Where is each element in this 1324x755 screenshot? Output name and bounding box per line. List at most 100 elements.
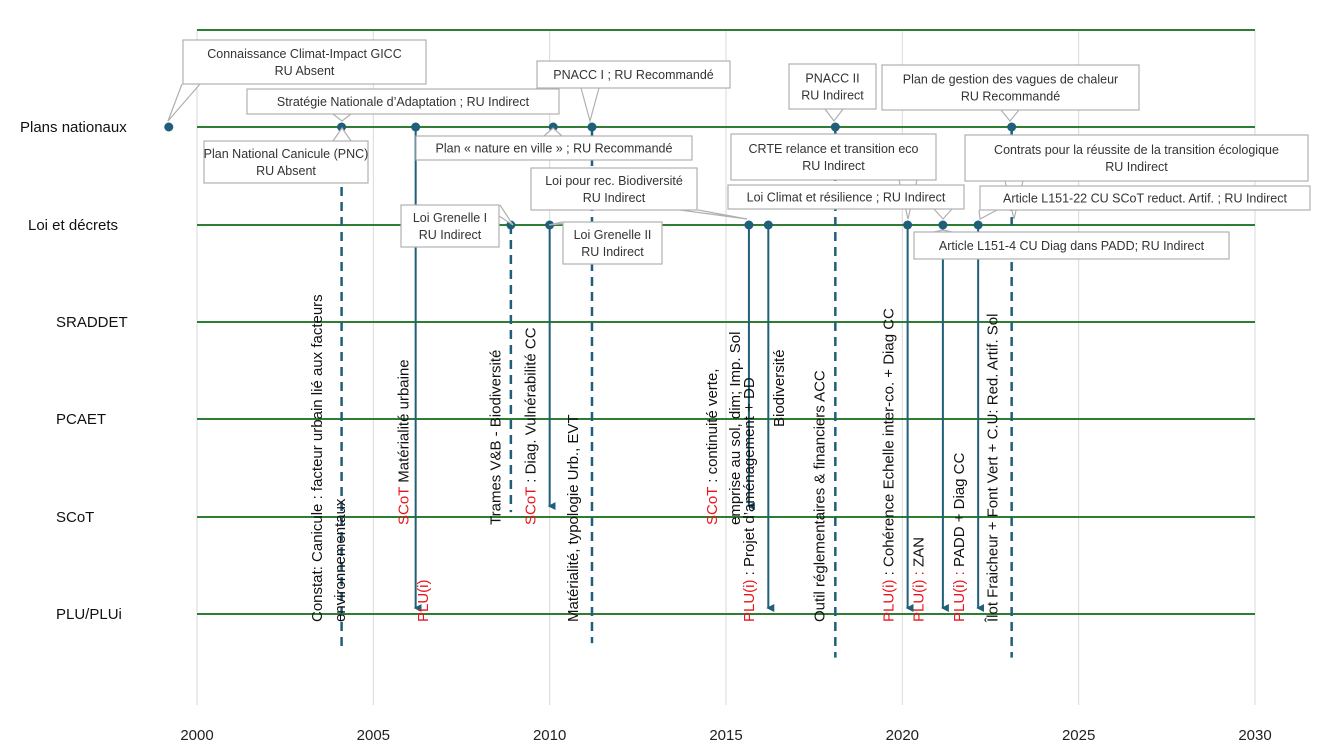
- callout-text-line: RU Recommandé: [961, 90, 1060, 104]
- callout-box: [400, 204, 500, 248]
- callout-pointer: [543, 127, 563, 137]
- vertical-label-part: : Cohérence Echelle inter-co. + Diag CC: [881, 308, 898, 580]
- callout-pointer: [978, 209, 998, 220]
- vertical-label-part: Outil réglementaires & financiers ACC: [812, 370, 829, 622]
- vertical-label-part: PLU(i) :: [910, 571, 927, 622]
- callout-box: [182, 39, 427, 85]
- callout-box: [979, 185, 1311, 211]
- callout-text-line: RU Absent: [275, 64, 335, 78]
- lane-label-5: PLU/PLUi: [56, 606, 122, 623]
- lane-label-4: SCoT: [56, 509, 94, 526]
- callout-text-line: RU Indirect: [419, 228, 482, 242]
- callout-pointer: [1000, 109, 1020, 122]
- callout-box: [203, 140, 369, 184]
- callout-c8: Loi Grenelle IRU Indirect: [400, 204, 514, 248]
- vertical-label-v3: SCoT Matérialité urbaine: [396, 359, 413, 525]
- year-tick-2030: 2030: [1238, 727, 1271, 744]
- year-tick-2025: 2025: [1062, 727, 1095, 744]
- vertical-label-v11: Biodiversité: [771, 349, 788, 427]
- callout-c14: Article L151-22 CU SCoT reduct. Artif. ;…: [978, 185, 1311, 220]
- callout-text-line: Article L151-4 CU Diag dans PADD; RU Ind…: [939, 239, 1205, 253]
- callout-box: [788, 63, 877, 110]
- event-marker: [763, 220, 773, 230]
- vertical-label-v8: SCoT : continuité verte,: [704, 369, 721, 525]
- callout-box: [415, 135, 693, 161]
- callout-box: [881, 64, 1140, 111]
- callout-pointer: [332, 113, 352, 122]
- event-marker: [830, 122, 840, 132]
- vertical-label-v15: PLU(i) : PADD + Diag CC: [951, 452, 968, 622]
- vertical-label-v10: PLU(i) : Projet d’aménagement + DD: [741, 377, 758, 622]
- vertical-label-v13: PLU(i) : Cohérence Echelle inter-co. + D…: [881, 308, 898, 622]
- vertical-label-part: SCoT: [523, 487, 540, 525]
- vertical-label-part: PLU(i): [881, 579, 898, 622]
- year-tick-2010: 2010: [533, 727, 566, 744]
- callout-pointer: [332, 126, 352, 142]
- callout-text-line: RU Indirect: [583, 191, 646, 205]
- vertical-label-part: Trames V&B - Biodiversité: [487, 350, 504, 525]
- callout-c12: Loi Climat et résilience ; RU Indirect: [727, 184, 965, 220]
- callout-text-line: RU Absent: [256, 164, 316, 178]
- callout-box: [730, 133, 937, 181]
- callout-text-line: RU Indirect: [1105, 160, 1168, 174]
- callout-text-line: Loi Grenelle II: [574, 228, 652, 242]
- callout-pointer: [580, 87, 600, 124]
- vertical-label-part: ZAN: [910, 537, 927, 571]
- vertical-label-part: Matérialité, typologie Urb., EVT: [565, 414, 582, 622]
- callout-text-line: Plan de gestion des vagues de chaleur: [903, 73, 1118, 87]
- lane-label-2: SRADDET: [56, 314, 128, 331]
- vertical-label-part: PADD + Diag CC: [951, 452, 968, 571]
- callout-text-line: Plan National Canicule (PNC): [204, 147, 369, 161]
- vertical-label-part: SCoT: [396, 487, 413, 525]
- lane-label-0: Plans nationaux: [20, 119, 127, 136]
- callout-c5: Plan « nature en ville » ; RU Recommandé: [415, 127, 693, 161]
- vertical-label-part: : continuité verte,: [704, 369, 721, 487]
- vertical-label-part: PLU(i): [741, 579, 758, 622]
- vertical-label-v16: Îlot Fraicheur + Font Vert + C.U: Red. A…: [985, 314, 1002, 623]
- callout-text-line: Contrats pour la réussite de la transiti…: [994, 143, 1279, 157]
- vertical-label-v5: Trames V&B - Biodiversité: [487, 350, 504, 525]
- callout-box: [246, 88, 560, 115]
- callout-box: [562, 221, 663, 265]
- callout-box: [913, 231, 1230, 260]
- callout-text-line: Stratégie Nationale d’Adaptation ; RU In…: [277, 95, 530, 109]
- callout-box: [964, 134, 1309, 182]
- vertical-label-v2: environnementaux: [332, 498, 349, 622]
- vertical-label-v7: Matérialité, typologie Urb., EVT: [565, 414, 582, 622]
- callout-pointer: [679, 209, 748, 220]
- event-marker: [903, 220, 913, 230]
- callout-box: [727, 184, 965, 210]
- callout-pointer: [933, 208, 953, 220]
- year-tick-2015: 2015: [709, 727, 742, 744]
- callout-text-line: Article L151-22 CU SCoT reduct. Artif. ;…: [1003, 192, 1287, 206]
- lane-label-3: PCAET: [56, 411, 106, 428]
- vertical-label-v14: PLU(i) : ZAN: [910, 537, 927, 622]
- vertical-label-part: Matérialité urbaine: [396, 359, 413, 487]
- callout-c2: Stratégie Nationale d’Adaptation ; RU In…: [246, 88, 560, 122]
- event-marker: [973, 220, 983, 230]
- callout-pointer: [167, 83, 201, 122]
- vertical-label-v1: Constat: Canicule : facteur urbain lié a…: [309, 294, 326, 622]
- vertical-label-v6: SCoT : Diag. Vulnérabilité CC: [523, 327, 540, 525]
- callout-c3: Plan National Canicule (PNC) RU Absent: [203, 126, 369, 184]
- callout-text-line: RU Indirect: [802, 159, 865, 173]
- vertical-label-v9: emprise au sol, dim; Imp. Sol: [727, 332, 744, 525]
- vertical-label-part: : Diag. Vulnérabilité CC: [523, 327, 540, 487]
- event-marker: [411, 122, 421, 132]
- callout-box: [530, 167, 698, 211]
- vertical-label-part: PLU(i): [415, 579, 432, 622]
- callout-text-line: PNACC II: [805, 72, 859, 86]
- event-marker: [164, 122, 174, 132]
- callout-box: [536, 60, 731, 89]
- callout-c7: Plan de gestion des vagues de chaleur RU …: [881, 64, 1140, 122]
- year-tick-2005: 2005: [357, 727, 390, 744]
- vertical-label-part: emprise au sol, dim; Imp. Sol: [727, 332, 744, 525]
- callout-c4: PNACC I ; RU Recommandé: [536, 60, 731, 124]
- callout-pointer: [824, 108, 844, 122]
